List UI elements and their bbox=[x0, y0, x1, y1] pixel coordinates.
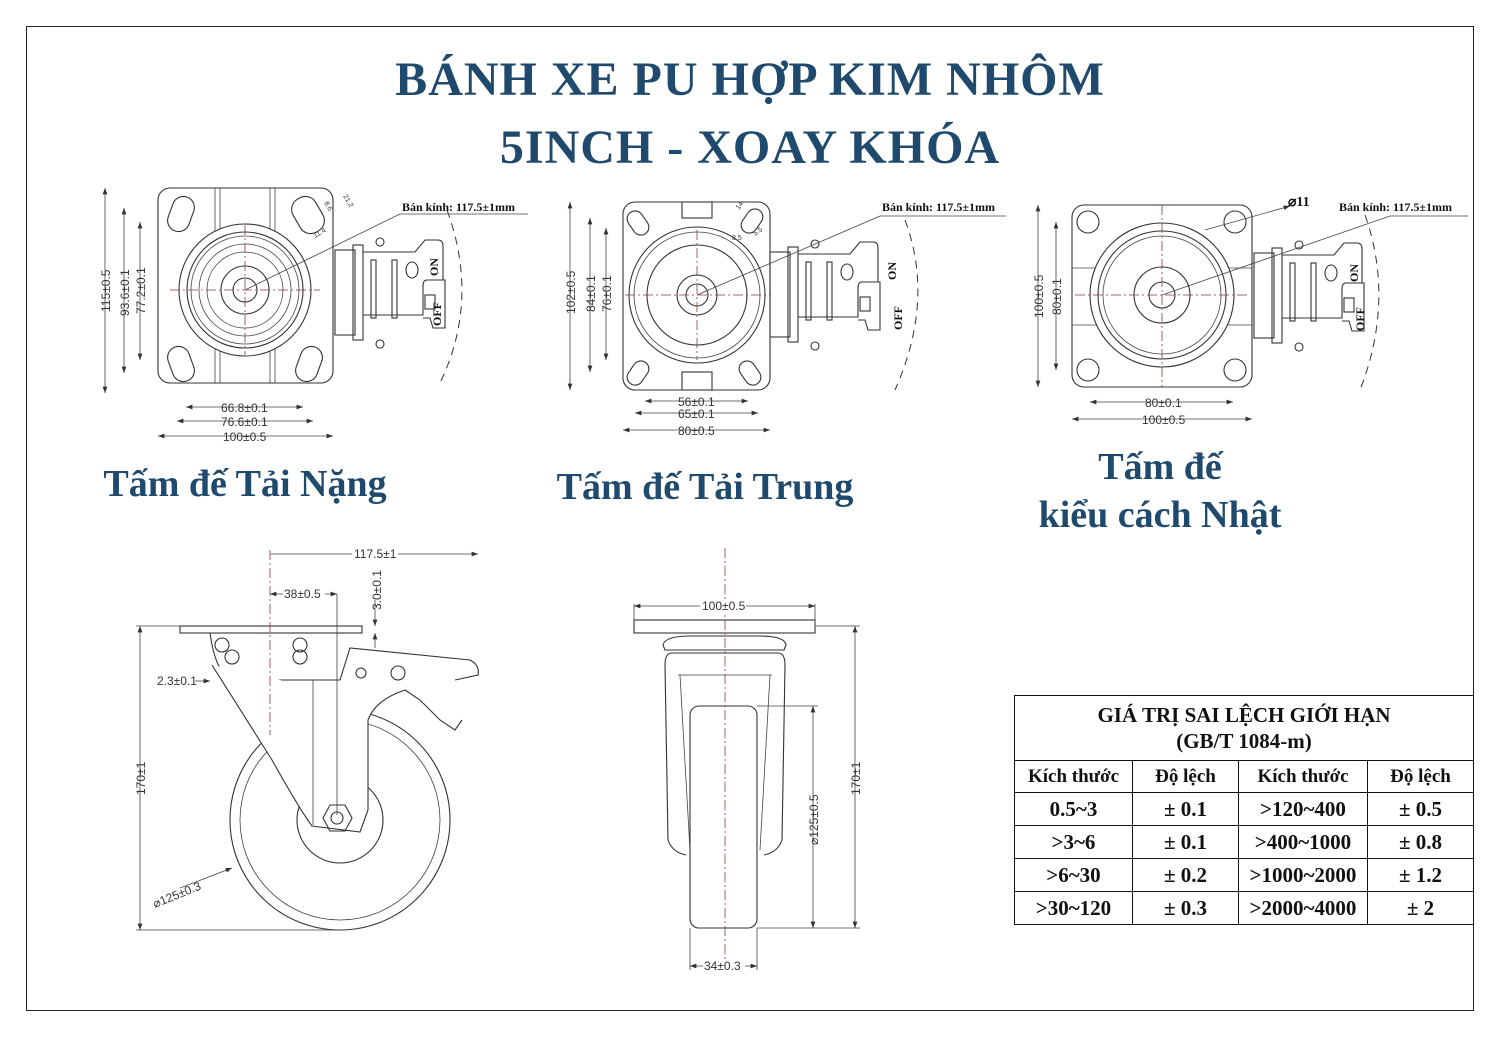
radius-label: Bán kính: 117.5±1mm bbox=[1339, 200, 1452, 214]
dim-hole-v-outer: 93.6±0.1 bbox=[118, 269, 132, 316]
cell: ± 0.1 bbox=[1132, 792, 1239, 826]
lock-on-label: ON bbox=[1347, 264, 1361, 282]
dim-height: 170±1 bbox=[849, 761, 863, 795]
dim-slot-c: 5.5 bbox=[752, 226, 764, 237]
dim-wheel-diameter: ⌀125±0.3 bbox=[151, 879, 203, 911]
title-line-2: 5INCH - XOAY KHÓA bbox=[499, 121, 1001, 174]
table-title-text: GIÁ TRỊ SAI LỆCH GIỚI HẠN bbox=[1097, 703, 1391, 727]
dim-hole-h-outer: 76.6±0.1 bbox=[221, 415, 268, 429]
dim-slot-len: 21.2 bbox=[341, 194, 354, 209]
dim-height: 100±0.5 bbox=[1032, 274, 1046, 318]
cell: ± 0.3 bbox=[1132, 891, 1239, 925]
radius-label: Bán kính: 117.5±1mm bbox=[882, 200, 995, 214]
radius-label: Bán kính: 117.5±1mm bbox=[402, 200, 515, 214]
table-title: GIÁ TRỊ SAI LỆCH GIỚI HẠN(GB/T 1084-m) bbox=[1014, 695, 1474, 761]
table-subtitle: (GB/T 1084-m) bbox=[1176, 729, 1312, 753]
japan-plate-view: ON OFF Bán kính: 117.5±1mm ⌀11 100±0.5 8… bbox=[1032, 195, 1468, 427]
cell: >6~30 bbox=[1014, 858, 1133, 892]
dim-hole-h-inner: 66.8±0.1 bbox=[221, 401, 268, 415]
caption-japan-2: kiểu cách Nhật bbox=[1038, 494, 1282, 536]
lock-on-label: ON bbox=[885, 262, 899, 280]
dim-hole-v-inner: 77.2±0.1 bbox=[134, 267, 148, 314]
dim-plate-width: 100±0.5 bbox=[702, 599, 746, 613]
dim-width: 100±0.5 bbox=[223, 430, 267, 444]
cell: >120~400 bbox=[1238, 792, 1368, 826]
dim-hole-v-outer: 84±0.1 bbox=[584, 275, 598, 312]
col-header: Kích thước bbox=[1014, 760, 1133, 793]
cell: >3~6 bbox=[1014, 825, 1133, 859]
side-view: 117.5±1 38±0.5 3.0±0.1 2.3±0.1 170±1 ⌀12… bbox=[134, 547, 479, 931]
heavy-plate-view: ON OFF Bán kính: 117.5±1mm 115±0.5 93.6±… bbox=[99, 187, 528, 444]
dim-wheel-width: 34±0.3 bbox=[704, 959, 741, 973]
title-line-1: BÁNH XE PU HỢP KIM NHÔM bbox=[395, 53, 1105, 106]
lock-on-label: ON bbox=[427, 258, 441, 276]
cell: >30~120 bbox=[1014, 891, 1133, 925]
dim-slot-c: 11.4 bbox=[313, 227, 328, 240]
dim-hole-h: 80±0.1 bbox=[1145, 396, 1182, 410]
dim-slot-w: 8.5 bbox=[732, 235, 742, 242]
table-row: 0.5~3 ± 0.1 >120~400 ± 0.5 bbox=[1014, 792, 1474, 826]
col-header: Độ lệch bbox=[1132, 760, 1239, 793]
lock-off-label: OFF bbox=[1353, 307, 1367, 331]
cell: ± 0.5 bbox=[1367, 792, 1474, 826]
cell: ± 0.1 bbox=[1132, 825, 1239, 859]
medium-plate-view: ON OFF Bán kính: 117.5±1mm 102±0.5 84±0.… bbox=[564, 200, 1006, 438]
table-row: >30~120 ± 0.3 >2000~4000 ± 2 bbox=[1014, 891, 1474, 925]
table-header-row: Kích thước Độ lệch Kích thước Độ lệch bbox=[1014, 760, 1474, 793]
dim-plate-thickness: 3.0±0.1 bbox=[370, 570, 384, 610]
dim-width: 100±0.5 bbox=[1142, 413, 1186, 427]
cell: >2000~4000 bbox=[1238, 891, 1368, 925]
drawing-frame bbox=[26, 26, 1474, 1011]
cell: >1000~2000 bbox=[1238, 858, 1368, 892]
dim-hole-h-outer: 65±0.1 bbox=[678, 407, 715, 421]
caption-medium: Tấm đế Tải Trung bbox=[556, 466, 854, 508]
dim-gap: 2.3±0.1 bbox=[157, 674, 197, 688]
dim-hole-v: 80±0.1 bbox=[1050, 278, 1064, 315]
dim-wheel-diameter: ⌀125±0.5 bbox=[807, 794, 821, 845]
caption-japan-1: Tấm đế bbox=[1098, 446, 1222, 488]
cell: ± 2 bbox=[1367, 891, 1474, 925]
cell: ± 1.2 bbox=[1367, 858, 1474, 892]
dim-height: 102±0.5 bbox=[564, 270, 578, 314]
table-row: >3~6 ± 0.1 >400~1000 ± 0.8 bbox=[1014, 825, 1474, 859]
dim-width: 80±0.5 bbox=[678, 424, 715, 438]
caption-heavy: Tấm đế Tải Nặng bbox=[103, 463, 387, 505]
dim-slot-len: 14 bbox=[735, 201, 745, 211]
front-view: 100±0.5 170±1 ⌀125±0.5 34±0.3 bbox=[633, 548, 863, 973]
dim-swivel: 38±0.5 bbox=[284, 587, 321, 601]
dim-slot-w: 8.6 bbox=[322, 201, 333, 213]
col-header: Kích thước bbox=[1238, 760, 1368, 793]
dim-hole-h-inner: 56±0.1 bbox=[678, 395, 715, 409]
table-row: >6~30 ± 0.2 >1000~2000 ± 1.2 bbox=[1014, 858, 1474, 892]
tolerance-table: GIÁ TRỊ SAI LỆCH GIỚI HẠN(GB/T 1084-m) K… bbox=[1014, 695, 1474, 925]
dim-height: 115±0.5 bbox=[99, 269, 113, 312]
dim-offset: 117.5±1 bbox=[354, 547, 397, 561]
cell: ± 0.2 bbox=[1132, 858, 1239, 892]
lock-off-label: OFF bbox=[891, 306, 905, 330]
dim-hole-v-inner: 76±0.1 bbox=[600, 275, 614, 312]
cell: ± 0.8 bbox=[1367, 825, 1474, 859]
lock-off-label: OFF bbox=[430, 302, 444, 326]
cell: 0.5~3 bbox=[1014, 792, 1133, 826]
cell: >400~1000 bbox=[1238, 825, 1368, 859]
hole-diameter-label: ⌀11 bbox=[1288, 195, 1310, 210]
dim-height: 170±1 bbox=[134, 761, 148, 795]
col-header: Độ lệch bbox=[1367, 760, 1474, 793]
